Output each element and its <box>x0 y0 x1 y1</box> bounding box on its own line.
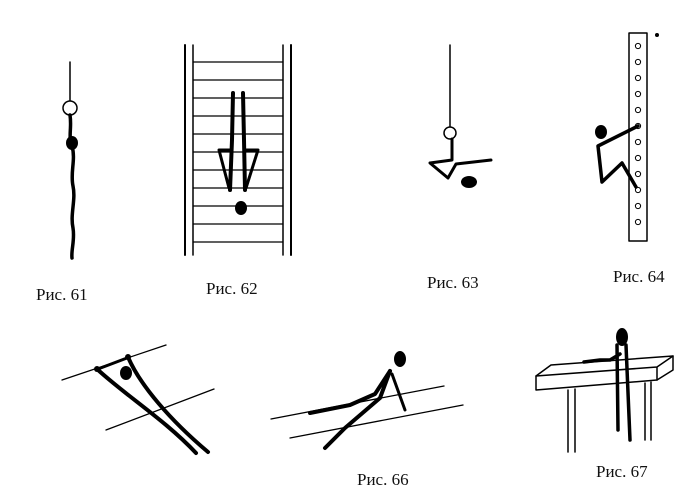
caption-fig-64: Рис. 64 <box>613 267 665 286</box>
caption-fig-66: Рис. 66 <box>357 470 409 489</box>
figure-66-parallel-bars <box>270 351 464 450</box>
figure-65-inclined-bars <box>61 344 215 455</box>
figure-63-ring-tuck <box>428 44 493 188</box>
caption-fig-61: Рис. 61 <box>36 285 88 304</box>
figure-62-wall-bars <box>184 44 292 256</box>
caption-fig-62: Рис. 62 <box>206 279 258 298</box>
caption-fig-63: Рис. 63 <box>427 273 479 292</box>
figure-64-pole-climb <box>595 32 659 242</box>
figure-61-rope-hang <box>62 61 78 260</box>
caption-fig-67: Рис. 67 <box>596 462 648 481</box>
figure-67-beam <box>535 328 674 453</box>
